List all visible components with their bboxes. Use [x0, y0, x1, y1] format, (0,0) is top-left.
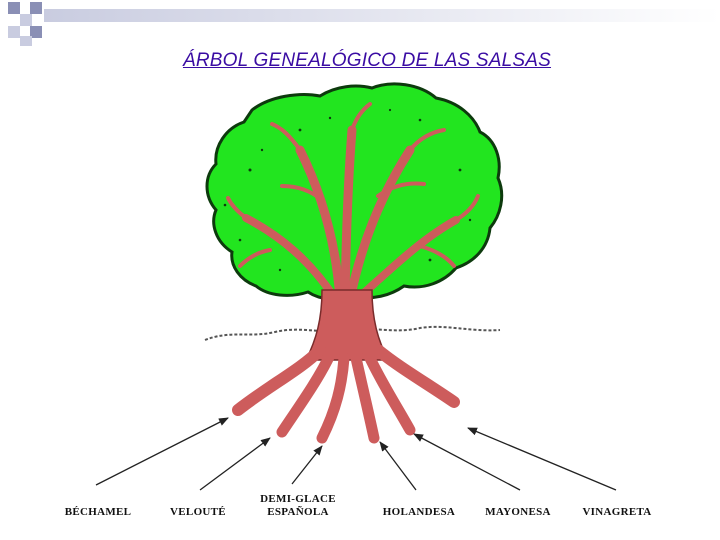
label-mayonesa: MAYONESA [478, 506, 558, 519]
label-bechamel: BÉCHAMEL [60, 506, 136, 519]
deco-square [30, 26, 42, 38]
arrow-bechamel [95, 417, 229, 486]
label-demi-glace: DEMI-GLACE ESPAÑOLA [252, 493, 344, 519]
tree-foliage [205, 82, 504, 301]
sauce-arrows [95, 417, 617, 491]
label-bechamel-text: BÉCHAMEL [64, 506, 132, 518]
deco-square [8, 2, 20, 14]
foliage-texture [223, 108, 472, 272]
label-espanola-text: ESPAÑOLA [267, 506, 329, 518]
corner-decoration [8, 2, 720, 46]
label-holandesa: HOLANDESA [374, 506, 464, 519]
label-veloute: VELOUTÉ [164, 506, 232, 519]
page-title: ÁRBOL GENEALÓGICO DE LAS SALSAS [182, 50, 552, 71]
label-vinagreta-text: VINAGRETA [582, 506, 652, 518]
label-veloute-text: VELOUTÉ [170, 506, 226, 518]
arrow-demi-glace [291, 445, 323, 485]
arrow-holandesa [379, 441, 417, 491]
label-holandesa-text: HOLANDESA [382, 506, 456, 518]
arrow-mayonesa [413, 433, 521, 491]
deco-square [20, 36, 32, 46]
label-mayonesa-text: MAYONESA [485, 506, 551, 518]
deco-square [8, 26, 20, 38]
tree-roots [232, 344, 460, 444]
deco-square [30, 2, 42, 14]
deco-square [20, 14, 32, 26]
label-vinagreta: VINAGRETA [574, 506, 660, 519]
arrow-veloute [199, 437, 271, 491]
header-fade-bar [44, 9, 720, 22]
label-demi-glace-text: DEMI-GLACE [260, 493, 336, 505]
arrow-vinagreta [467, 427, 617, 491]
